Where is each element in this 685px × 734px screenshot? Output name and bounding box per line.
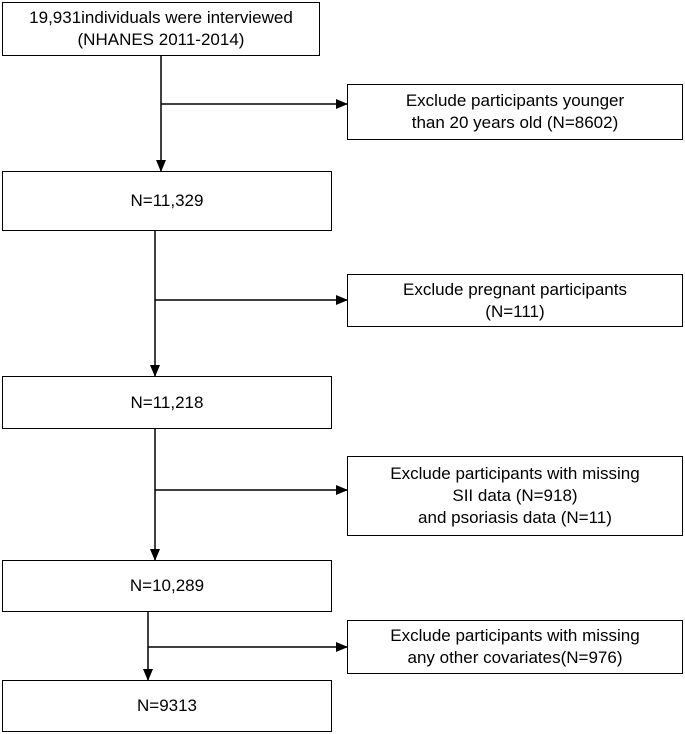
exclusion2-text: Exclude pregnant participants (N=111) <box>403 279 627 321</box>
step2-text: N=11,329 <box>130 191 204 210</box>
exclusion3-text: Exclude participants with missing SII da… <box>390 464 640 527</box>
exclusion1-box: Exclude participants younger than 20 yea… <box>347 84 683 140</box>
step4-text: N=10,289 <box>129 576 205 595</box>
step5-text: N=9313 <box>136 696 198 715</box>
step3-box: N=11,218 <box>2 376 332 429</box>
exclusion2-box: Exclude pregnant participants (N=111) <box>347 274 683 327</box>
exclusion3-box: Exclude participants with missing SII da… <box>347 456 683 536</box>
step1-text: 19,931individuals were interviewed (NHAN… <box>29 8 293 49</box>
exclusion1-text: Exclude participants younger than 20 yea… <box>405 91 625 132</box>
step5-box: N=9313 <box>2 680 332 732</box>
step2-box: N=11,329 <box>2 171 332 231</box>
step3-text: N=11,218 <box>130 392 204 412</box>
step4-box: N=10,289 <box>2 560 332 612</box>
exclusion4-box: Exclude participants with missing any ot… <box>347 620 683 674</box>
exclusion4-text: Exclude participants with missing any ot… <box>390 626 640 667</box>
step1-box: 19,931individuals were interviewed (NHAN… <box>2 2 320 56</box>
